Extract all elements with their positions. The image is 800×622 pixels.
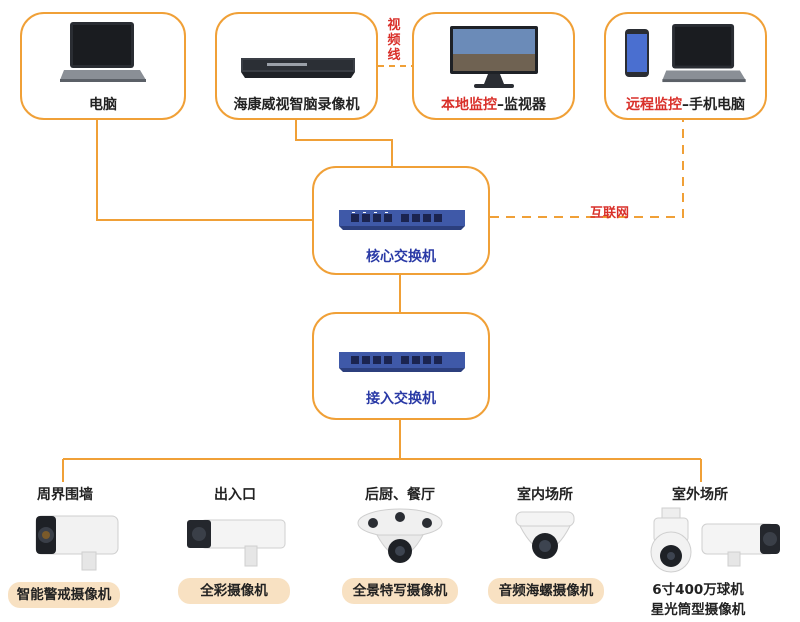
- monitor-icon: [450, 26, 538, 88]
- bullet-camera-icon: [187, 519, 286, 567]
- camera-type-indoor: 音频海螺摄像机: [488, 578, 604, 604]
- remote-monitor-label: 远程监控–手机电脑: [626, 97, 745, 113]
- camera-location-kitchen: 后厨、餐厅: [365, 487, 435, 503]
- pc-label: 电脑: [89, 97, 117, 113]
- local-monitor-box: 本地监控–监视器: [412, 12, 575, 120]
- remote-monitor-box: 远程监控–手机电脑: [604, 12, 767, 120]
- camera-location-perimeter: 周界围墙: [37, 487, 93, 503]
- pc-core-line: [96, 120, 312, 221]
- camera-type-perimeter: 智能警戒摄像机: [8, 582, 120, 608]
- camera-type-outdoor: 6寸400万球机 星光筒型摄像机: [650, 582, 746, 618]
- bullet-camera-icon: [701, 523, 780, 567]
- internet-line: [490, 120, 684, 218]
- core-switch-box: 核心交换机: [312, 166, 490, 275]
- camera-location-indoor: 室内场所: [517, 487, 573, 503]
- nvr-label: 海康威视智脑录像机: [233, 97, 360, 113]
- video-cable-text: 视 频 线: [387, 18, 401, 63]
- internet-label: 互联网: [590, 206, 630, 221]
- switch-icon: [339, 210, 465, 230]
- turret-camera-icon: [515, 511, 575, 559]
- speed-dome-camera-icon: [650, 507, 692, 573]
- phone-icon: [625, 29, 649, 77]
- camera-type-kitchen: 全景特写摄像机: [342, 578, 458, 604]
- access-switch-label: 接入交换机: [366, 391, 436, 407]
- nvr-core-line: [295, 120, 393, 166]
- camera-location-entrance: 出入口: [214, 487, 256, 503]
- camera-location-outdoor: 室外场所: [672, 487, 728, 503]
- pc-box: 电脑: [20, 12, 186, 120]
- laptop-icon: [60, 22, 146, 82]
- panoramic-camera-icon: [357, 508, 443, 563]
- laptop-icon: [662, 23, 746, 83]
- nvr-box: 海康威视智脑录像机: [215, 12, 378, 120]
- camera-type-entrance: 全彩摄像机: [178, 578, 290, 604]
- access-switch-box: 接入交换机: [312, 312, 490, 420]
- nvr-recorder-icon: [241, 58, 355, 78]
- bullet-camera-icon: [35, 515, 119, 571]
- switch-icon: [339, 352, 465, 372]
- local-monitor-label: 本地监控–监视器: [441, 97, 546, 113]
- core-switch-label: 核心交换机: [366, 249, 436, 265]
